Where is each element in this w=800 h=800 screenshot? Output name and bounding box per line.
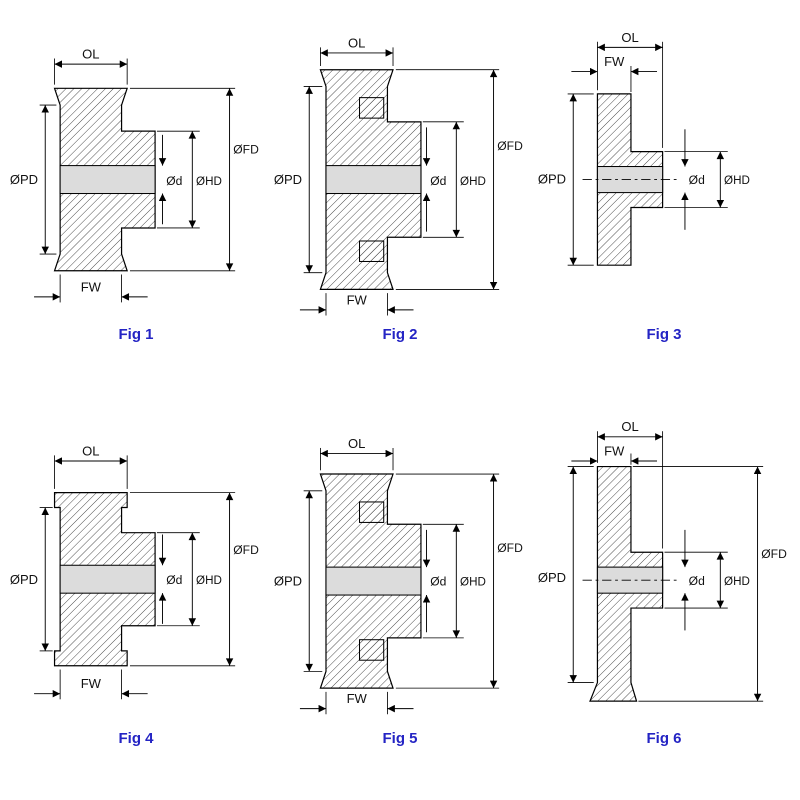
fig3-caption: Fig 3 xyxy=(646,325,682,343)
fig2-drawing: OL ØPD ØFD ØHD xyxy=(274,35,523,316)
fig4-caption: Fig 4 xyxy=(118,730,154,748)
fig3-dim-pd: ØPD xyxy=(538,93,594,266)
fig2-dim-hd: ØHD xyxy=(422,121,486,238)
fig6-dim-fd: ØFD xyxy=(632,466,787,702)
fig5-dim-hd-label: ØHD xyxy=(460,576,486,589)
fig4-bore xyxy=(59,564,156,594)
fig6-dim-fw: FW xyxy=(571,443,658,465)
fig5-dim-ol: OL xyxy=(319,436,394,471)
fig1-dim-d: Ød xyxy=(158,134,182,225)
fig2-dim-fd: ØFD xyxy=(395,69,523,290)
fig1-dim-fd: ØFD xyxy=(129,87,259,272)
fig2-caption: Fig 2 xyxy=(382,325,418,343)
fig6-drawing: OL FW ØPD ØFD xyxy=(538,419,787,702)
fig4-dim-ol-label: OL xyxy=(82,443,99,458)
fig4-drawing: OL ØPD ØFD ØHD xyxy=(10,443,259,700)
fig6-dim-ol: OL xyxy=(597,419,664,549)
fig6-dim-hd-label: ØHD xyxy=(724,575,750,588)
fig5-dim-hd: ØHD xyxy=(422,523,486,639)
fig1-dim-pd: ØPD xyxy=(10,104,57,255)
fig5-dim-pd: ØPD xyxy=(274,490,323,672)
fig1-caption: Fig 1 xyxy=(118,325,154,343)
fig3-dim-pd-label: ØPD xyxy=(538,171,566,186)
fig5-dim-fw-label: FW xyxy=(347,691,368,706)
figure-4: OL ØPD ØFD ØHD xyxy=(4,407,268,794)
fig1-dim-hd-label: ØHD xyxy=(196,175,222,188)
fig5-clamp-block-top xyxy=(358,501,385,523)
fig6-caption: Fig 6 xyxy=(646,730,682,748)
fig4-dim-pd: ØPD xyxy=(10,507,53,652)
fig4-dim-hd: ØHD xyxy=(156,532,222,627)
fig2-dim-fw: FW xyxy=(299,292,414,316)
fig5-dim-fd: ØFD xyxy=(395,473,523,689)
fig5-dim-ol-label: OL xyxy=(348,436,365,451)
fig1-dim-ol-label: OL xyxy=(82,47,99,62)
fig6-dim-d-label: Ød xyxy=(689,574,705,588)
fig3-dim-ol-label: OL xyxy=(621,30,638,45)
figure-2: OL ØPD ØFD ØHD xyxy=(268,12,532,399)
fig2-clamp-block-bottom xyxy=(358,240,385,262)
fig3-dim-hd-label: ØHD xyxy=(724,174,750,187)
fig5-dim-pd-label: ØPD xyxy=(274,574,302,589)
fig2-bore xyxy=(325,165,422,195)
fig4-dim-fw: FW xyxy=(34,669,148,700)
fig4-dim-pd-label: ØPD xyxy=(10,572,38,587)
fig1-drawing: OL ØPD ØFD ØHD xyxy=(10,47,259,303)
fig2-dim-pd: ØPD xyxy=(274,86,323,274)
fig2-dim-ol-label: OL xyxy=(348,35,365,50)
fig2-dim-fd-label: ØFD xyxy=(497,139,523,153)
fig1-dim-fw: FW xyxy=(34,274,148,303)
fig4-dim-d: Ød xyxy=(158,534,182,624)
fig4-dim-fw-label: FW xyxy=(81,676,102,691)
figure-6: OL FW ØPD ØFD xyxy=(532,407,796,794)
fig3-dim-ol: OL xyxy=(597,30,664,148)
fig2-dim-ol: OL xyxy=(319,35,394,66)
fig4-dim-fd-label: ØFD xyxy=(233,543,259,557)
fig5-dim-d-label: Ød xyxy=(430,575,446,589)
fig1-dim-ol: OL xyxy=(54,47,128,85)
fig3-dim-d-label: Ød xyxy=(689,173,705,187)
fig1-dim-fw-label: FW xyxy=(81,279,102,294)
fig4-dim-d-label: Ød xyxy=(166,573,182,587)
fig5-bore xyxy=(325,566,422,596)
fig5-dim-fd-label: ØFD xyxy=(497,541,523,555)
fig1-dim-d-label: Ød xyxy=(166,174,182,188)
fig6-dim-fd-label: ØFD xyxy=(761,547,787,561)
fig2-dim-pd-label: ØPD xyxy=(274,172,302,187)
fig5-dim-d: Ød xyxy=(422,529,446,633)
fig1-dim-fd-label: ØFD xyxy=(233,142,259,156)
fig6-dim-pd-label: ØPD xyxy=(538,570,566,585)
fig6-dim-hd: ØHD xyxy=(664,551,750,609)
fig6-dim-fw-label: FW xyxy=(604,443,625,458)
fig5-dim-fw: FW xyxy=(299,691,414,715)
fig2-clamp-block-top xyxy=(358,97,385,119)
fig3-dim-d: Ød xyxy=(681,129,705,230)
fig2-dim-fw-label: FW xyxy=(347,292,368,307)
fig3-dim-hd: ØHD xyxy=(664,151,750,208)
fig5-drawing: OL ØPD ØFD ØHD xyxy=(274,436,523,715)
fig1-dim-pd-label: ØPD xyxy=(10,172,38,187)
fig1-dim-hd: ØHD xyxy=(156,130,222,229)
fig5-caption: Fig 5 xyxy=(382,730,418,748)
fig1-bore xyxy=(59,165,156,195)
figure-5: OL ØPD ØFD ØHD xyxy=(268,407,532,794)
fig3-dim-fw: FW xyxy=(571,54,658,93)
fig6-dim-pd: ØPD xyxy=(538,466,594,683)
figure-1: OL ØPD ØFD ØHD xyxy=(4,12,268,399)
fig4-dim-hd-label: ØHD xyxy=(196,574,222,587)
fig2-dim-d: Ød xyxy=(422,127,446,232)
fig6-dim-d: Ød xyxy=(681,529,705,631)
fig4-dim-fd: ØFD xyxy=(129,492,259,667)
fig2-dim-hd-label: ØHD xyxy=(460,175,486,188)
fig3-dim-fw-label: FW xyxy=(604,54,625,69)
fig2-dim-d-label: Ød xyxy=(430,174,446,188)
fig4-dim-ol: OL xyxy=(54,443,128,489)
fig6-dim-ol-label: OL xyxy=(621,419,638,434)
figure-3: OL FW ØPD Ød xyxy=(532,12,796,399)
fig3-drawing: OL FW ØPD Ød xyxy=(538,30,750,266)
fig5-clamp-block-bottom xyxy=(358,639,385,661)
